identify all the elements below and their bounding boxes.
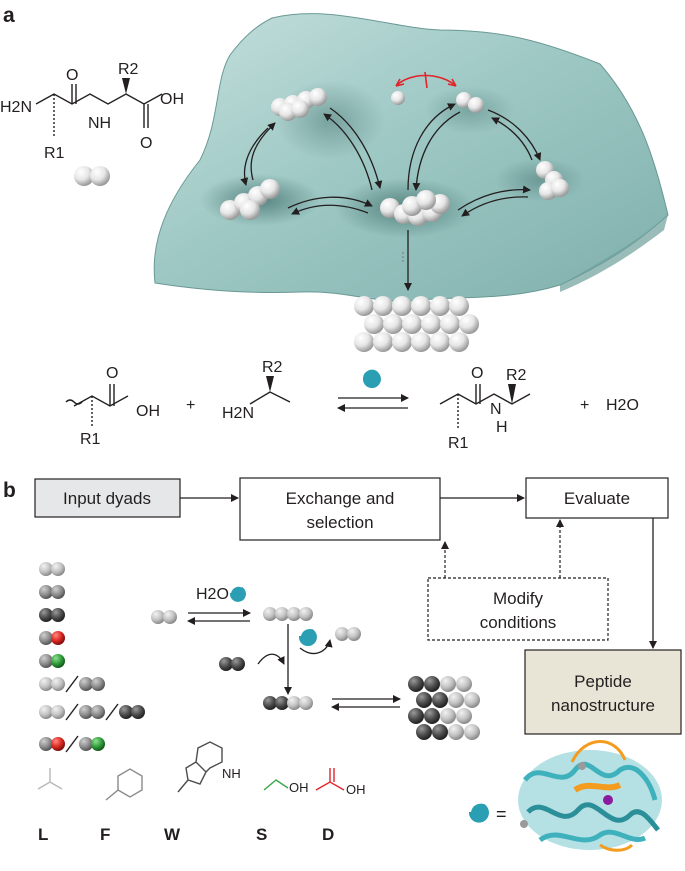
stack-sphere <box>354 296 374 316</box>
stack-sphere <box>432 724 448 740</box>
stack-sphere <box>440 676 456 692</box>
residue-letter-F: F <box>100 825 110 844</box>
panel-b-label: b <box>3 479 16 502</box>
reaction-prod-r1: R1 <box>448 435 469 452</box>
reaction-amine-h2n: H2N <box>222 405 254 422</box>
dipeptide-o2: O <box>140 135 152 152</box>
stack-sphere <box>464 724 480 740</box>
stack-sphere <box>424 676 440 692</box>
nanostructure-stack-b <box>408 676 480 740</box>
dipeptide-nh: NH <box>88 115 111 132</box>
stack-sphere <box>440 314 460 334</box>
stack-sphere <box>402 314 422 334</box>
stack-sphere <box>430 332 450 352</box>
dipeptide-r2: R2 <box>118 61 139 78</box>
stack-sphere <box>373 296 393 316</box>
cluster-left <box>220 179 280 220</box>
enzyme-legend: = <box>468 740 662 852</box>
stack-sphere <box>464 692 480 708</box>
stack-sphere <box>408 676 424 692</box>
exchange-mechanism: H2O <box>151 586 401 711</box>
reaction-water: H2O <box>606 397 639 414</box>
stack-sphere <box>383 314 403 334</box>
reaction-amine-r2: R2 <box>262 359 283 376</box>
stack-sphere <box>449 296 469 316</box>
cluster-top-right <box>391 91 484 113</box>
stack-sphere <box>448 724 464 740</box>
stack-sphere <box>456 676 472 692</box>
stack-sphere <box>416 692 432 708</box>
dipeptide-structure: H2N O NH R2 OH O R1 <box>0 61 184 186</box>
protein-ribbon <box>518 740 662 852</box>
reaction-left-o: O <box>106 365 118 382</box>
reaction-left-r1: R1 <box>80 431 101 448</box>
stack-sphere <box>392 296 412 316</box>
dipeptide-oh: OH <box>160 91 184 108</box>
reaction-prod-h: H <box>496 419 508 436</box>
cluster-center <box>380 190 450 226</box>
cluster-right <box>536 161 569 200</box>
mechanism-water: H2O <box>196 586 229 603</box>
stack-sphere <box>424 708 440 724</box>
box-modify-line1: Modify <box>493 589 544 608</box>
stack-sphere <box>408 708 424 724</box>
reaction-plus-2: + <box>580 397 589 414</box>
box-exchange-line2: selection <box>306 513 373 532</box>
stack-sphere <box>392 332 412 352</box>
stack-sphere <box>411 296 431 316</box>
residue-letter-S: S <box>256 825 267 844</box>
box-input-dyads: Input dyads <box>63 489 151 508</box>
reaction-prod-n: N <box>490 401 502 418</box>
residue-structures: NH OH OH L F W S D <box>37 741 366 844</box>
residue-letter-D: D <box>322 825 334 844</box>
dipeptide-r1: R1 <box>44 145 65 162</box>
box-exchange-line1: Exchange and <box>286 489 395 508</box>
stack-sphere <box>354 332 374 352</box>
box-peptide-line1: Peptide <box>574 672 632 691</box>
reaction-left-oh: OH <box>136 403 160 420</box>
box-evaluate: Evaluate <box>564 489 630 508</box>
reaction-prod-o: O <box>471 365 483 382</box>
stack-sphere <box>373 332 393 352</box>
landscape-arrows <box>240 71 542 291</box>
stack-sphere <box>448 692 464 708</box>
stack-sphere <box>459 314 479 334</box>
stack-sphere <box>364 314 384 334</box>
asp-oh-label: OH <box>346 782 366 797</box>
nanostructure-stack-a <box>354 296 479 352</box>
stack-sphere <box>440 708 456 724</box>
residue-letter-L: L <box>38 825 48 844</box>
box-modify-line2: conditions <box>480 613 557 632</box>
panel-a-label: a <box>3 4 15 27</box>
residue-letter-W: W <box>164 825 181 844</box>
energy-landscape <box>153 13 669 302</box>
cluster-top-left <box>271 88 327 121</box>
stack-sphere <box>432 692 448 708</box>
stack-sphere <box>421 314 441 334</box>
reaction-scheme: O OH R1 + H2N R2 O R2 N H R1 + H2O <box>65 359 639 452</box>
enzyme-equals: = <box>496 804 507 824</box>
stack-sphere <box>456 708 472 724</box>
dyad-library <box>39 562 145 753</box>
box-peptide-line2: nanostructure <box>551 696 655 715</box>
ser-oh-label: OH <box>289 780 309 795</box>
stack-sphere <box>411 332 431 352</box>
flow-boxes: Input dyads Exchange and selection Evalu… <box>34 477 682 735</box>
reaction-plus-1: + <box>186 397 195 414</box>
stack-sphere <box>449 332 469 352</box>
stack-sphere <box>416 724 432 740</box>
reaction-prod-r2: R2 <box>506 367 527 384</box>
dipeptide-h2n: H2N <box>0 99 32 116</box>
trp-nh-label: NH <box>222 766 241 781</box>
stack-sphere <box>430 296 450 316</box>
dipeptide-o1: O <box>66 67 78 84</box>
